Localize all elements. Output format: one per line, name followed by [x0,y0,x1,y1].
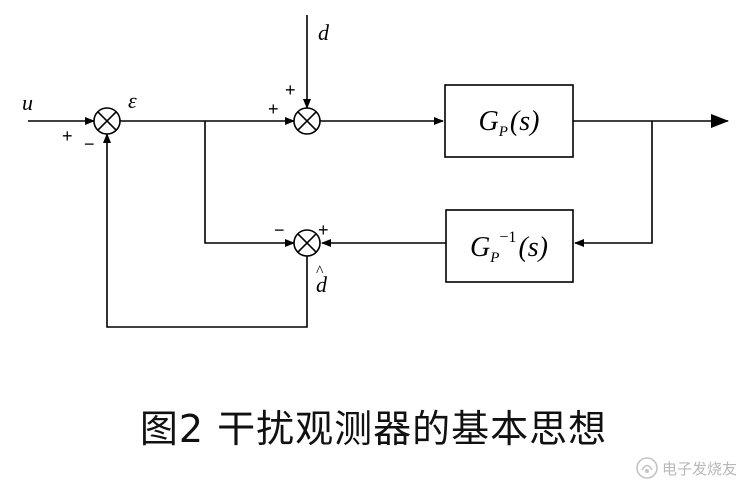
sum3-plus-sign: + [318,220,329,240]
watermark-text: 电子发烧友 [661,459,737,478]
dhat-feedback-line [103,133,308,328]
sum1-minus-sign: − [84,134,95,154]
sum3-minus-sign: − [274,220,285,240]
inverse-plant-block [445,209,574,283]
sum2-top-plus-sign: + [285,80,296,100]
sum-junction-2 [293,107,321,135]
u-label: u [22,90,33,115]
figure-caption: 图2 干扰观测器的基本思想 [139,407,608,451]
inverse-plant-label: GP−1(s) [470,229,548,266]
d-hat-label: d [316,272,328,297]
sum2-left-plus-sign: + [268,99,279,119]
sum-junction-3 [293,229,321,257]
d-hat-accent: ^ [316,263,324,280]
sum-junction-1 [93,107,121,135]
d-label: d [318,20,330,45]
sum1-plus-sign: + [62,126,73,146]
output-to-inverse-line [574,121,653,247]
epsilon-label: ε [128,88,137,113]
plant-block [444,84,574,158]
plant-label: GP(s) [479,106,540,140]
branch-to-sum3-line [204,121,295,247]
watermark-logo-icon [636,457,658,479]
watermark: 电子发烧友 [636,457,737,479]
